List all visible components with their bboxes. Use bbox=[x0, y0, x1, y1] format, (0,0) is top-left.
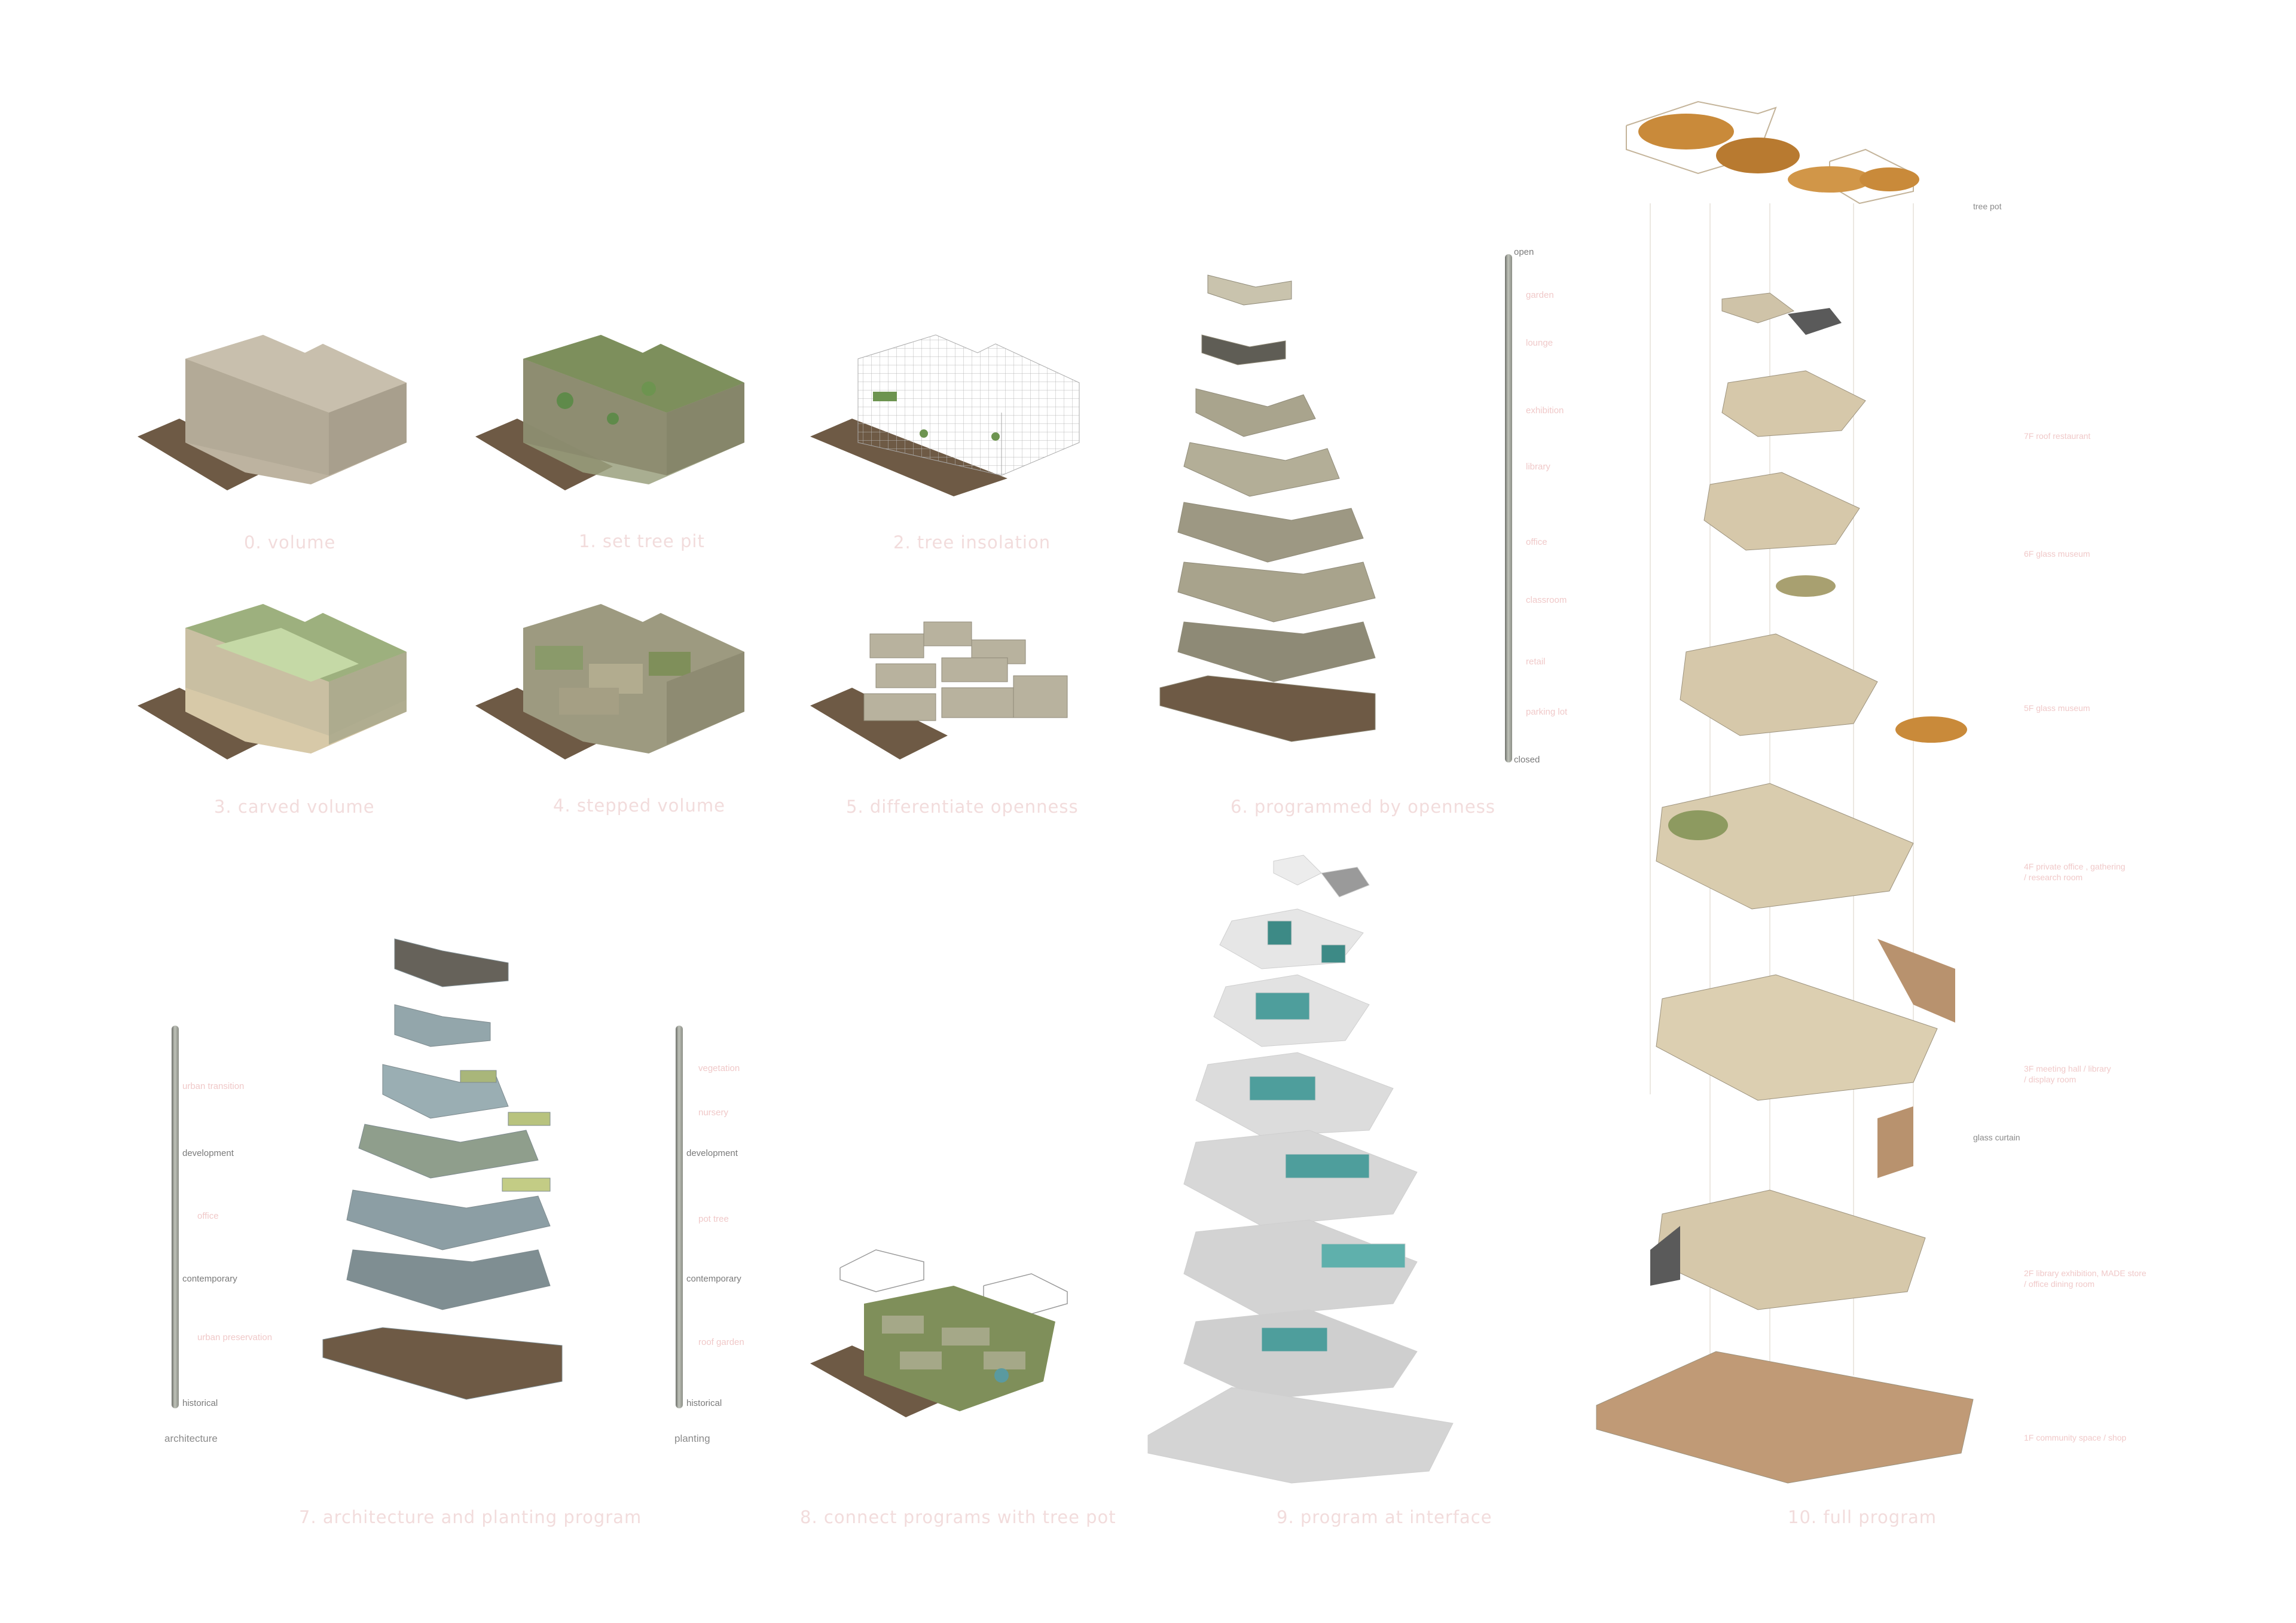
diagram-volume bbox=[138, 335, 407, 490]
step-label-0: 0. volume bbox=[244, 532, 336, 553]
openness-item: exhibition bbox=[1526, 405, 1564, 416]
openness-top-label: open bbox=[1514, 247, 1534, 257]
step-label-8: 8. connect programs with tree pot bbox=[800, 1507, 1116, 1527]
step-label-10: 10. full program bbox=[1788, 1507, 1937, 1527]
diagram-programmed-openness bbox=[1159, 274, 1376, 742]
diagram-openness bbox=[810, 621, 1068, 759]
openness-item: office bbox=[1526, 537, 1547, 547]
diagram-program-interface bbox=[1147, 855, 1454, 1484]
step-label-6: 6. programmed by openness bbox=[1231, 797, 1495, 817]
architecture-scale-bar bbox=[172, 1026, 179, 1408]
planting-item: roof garden bbox=[698, 1337, 744, 1347]
diagram-tree-pit bbox=[475, 335, 744, 490]
planting-item: nursery bbox=[698, 1108, 729, 1118]
planting-scale-title: planting bbox=[674, 1433, 710, 1444]
floor-label-4f: 4F private office , gathering/ research … bbox=[2024, 862, 2126, 882]
planting-item: contemporary bbox=[686, 1274, 741, 1284]
floor-label-2f: 2F library exhibition, MADE store/ offic… bbox=[2024, 1268, 2147, 1289]
architecture-item: urban preservation bbox=[197, 1332, 273, 1343]
floor-label-1f: 1F community space / shop bbox=[2024, 1433, 2127, 1442]
step-label-9: 9. program at interface bbox=[1277, 1507, 1492, 1527]
openness-item: lounge bbox=[1526, 338, 1553, 348]
diagram-carved-volume bbox=[138, 604, 407, 759]
architecture-item: urban transition bbox=[182, 1081, 245, 1091]
openness-item: parking lot bbox=[1526, 707, 1568, 717]
openness-bottom-label: closed bbox=[1514, 755, 1540, 765]
architecture-item: office bbox=[197, 1211, 219, 1221]
glass-curtain-label: glass curtain bbox=[1973, 1133, 2020, 1142]
planting-item: pot tree bbox=[698, 1214, 729, 1224]
architecture-item: development bbox=[182, 1148, 234, 1158]
diagram-architecture-planting bbox=[322, 938, 563, 1400]
planting-item: vegetation bbox=[698, 1063, 740, 1073]
architecture-item: historical bbox=[182, 1398, 218, 1408]
floor-label-6f: 6F glass museum bbox=[2024, 549, 2090, 559]
planting-item: development bbox=[686, 1148, 738, 1158]
openness-item: garden bbox=[1526, 290, 1554, 300]
floor-label-3f: 3F meeting hall / library/ display room bbox=[2024, 1064, 2111, 1084]
diagram-tree-insolation bbox=[810, 334, 1080, 496]
architecture-scale-title: architecture bbox=[164, 1433, 218, 1444]
openness-item: retail bbox=[1526, 657, 1546, 667]
step-label-3: 3. carved volume bbox=[214, 797, 375, 817]
step-label-1: 1. set tree pit bbox=[579, 531, 705, 551]
tree-pot-label: tree pot bbox=[1973, 202, 2002, 211]
floor-label-7f: 7F roof restaurant bbox=[2024, 431, 2091, 441]
step-label-7: 7. architecture and planting program bbox=[299, 1507, 642, 1527]
diagram-stepped-volume bbox=[475, 604, 744, 759]
diagram-full-program bbox=[1596, 100, 1974, 1484]
openness-item: library bbox=[1526, 462, 1550, 472]
floor-label-5f: 5F glass museum bbox=[2024, 703, 2090, 713]
openness-scale-bar bbox=[1505, 254, 1512, 762]
step-label-4: 4. stepped volume bbox=[553, 795, 725, 816]
openness-item: classroom bbox=[1526, 595, 1567, 605]
planting-scale-bar bbox=[676, 1026, 683, 1408]
step-label-5: 5. differentiate openness bbox=[846, 797, 1079, 817]
architecture-item: contemporary bbox=[182, 1274, 237, 1284]
planting-item: historical bbox=[686, 1398, 722, 1408]
step-label-2: 2. tree insolation bbox=[893, 532, 1051, 553]
diagram-connect-tree-pot bbox=[810, 1249, 1068, 1417]
